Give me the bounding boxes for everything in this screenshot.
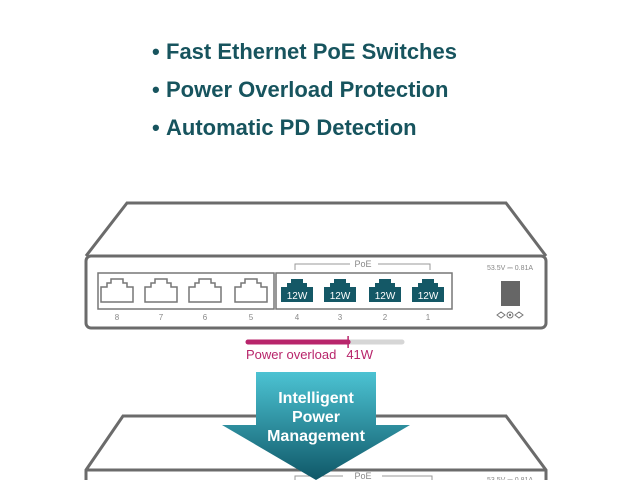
switch-top-surface: [84, 201, 548, 257]
port-number: 8: [115, 313, 120, 322]
ethernet-port: 5: [234, 278, 268, 322]
port-group-poe: [275, 272, 453, 310]
arrow-text-line: Power: [292, 409, 340, 426]
ethernet-port: 6: [188, 278, 222, 322]
port-number: 2: [383, 313, 388, 322]
rj45-jack-icon: [144, 278, 178, 303]
overload-label: Power overload: [246, 347, 337, 362]
poe-label: PoE: [354, 259, 371, 269]
port-number: 5: [249, 313, 254, 322]
arrow-text-line: Intelligent: [278, 390, 354, 407]
port-number: 1: [426, 313, 431, 322]
rj45-jack-icon: [100, 278, 134, 303]
feature-item: •Fast Ethernet PoE Switches: [152, 39, 457, 64]
power-rating-bottom: 53.5V ⎓ 0.81A: [487, 477, 533, 480]
poe-bracket: [294, 263, 431, 270]
ethernet-port: 8: [100, 278, 134, 322]
poe-port: 12W 2: [369, 279, 401, 322]
rj45-jack-icon: [412, 279, 444, 302]
overload-value: 41W: [346, 347, 374, 362]
down-arrow-icon: [222, 372, 410, 480]
poe-port: 12W 3: [324, 279, 356, 322]
rj45-jack-icon: [234, 278, 268, 303]
feature-list: •Fast Ethernet PoE Switches •Power Overl…: [152, 38, 457, 152]
port-power-label: 12W: [330, 291, 351, 302]
port-power-label: 12W: [287, 291, 308, 302]
rj45-jack-icon: [369, 279, 401, 302]
port-group-non-poe: [97, 272, 275, 310]
feature-item: •Power Overload Protection: [152, 77, 449, 102]
power-jack: [501, 281, 520, 306]
poe-bracket-bottom: [294, 475, 433, 480]
overload-readout: Power overload 41W: [246, 347, 383, 362]
port-number: 7: [159, 313, 164, 322]
ethernet-port: 7: [144, 278, 178, 322]
feature-item: •Automatic PD Detection: [152, 115, 417, 140]
port-number: 3: [338, 313, 343, 322]
port-number: 4: [295, 313, 300, 322]
intelligent-power-management-arrow: Intelligent Power Management: [222, 372, 410, 480]
poe-label-bottom: PoE: [354, 471, 371, 480]
port-power-label: 12W: [375, 291, 396, 302]
arrow-text-line: Management: [267, 428, 365, 445]
port-number: 6: [203, 313, 208, 322]
port-power-label: 12W: [418, 291, 439, 302]
power-rating: 53.5V ⎓ 0.81A: [487, 265, 533, 272]
polarity-icon: [496, 311, 524, 319]
poe-switch-top: PoE 8 7 6 5 12W 4 12W 3 12W 2 12W 1 53.5V ⎓ 0.81A: [84, 201, 548, 330]
poe-port: 12W 4: [281, 279, 313, 322]
rj45-jack-icon: [324, 279, 356, 302]
switch-front-panel: [84, 254, 548, 330]
rj45-jack-icon: [281, 279, 313, 302]
rj45-jack-icon: [188, 278, 222, 303]
overload-meter: [245, 336, 405, 348]
poe-port: 12W 1: [412, 279, 444, 322]
